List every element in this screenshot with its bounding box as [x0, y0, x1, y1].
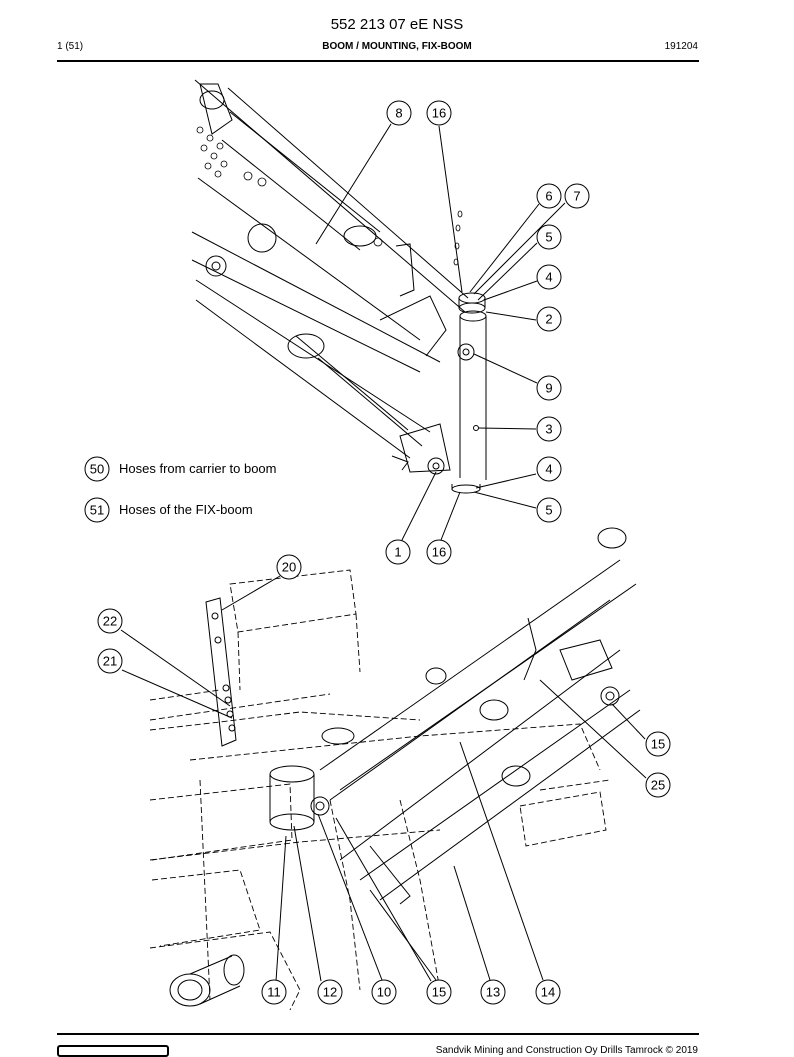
- callout-label: 15: [651, 737, 665, 752]
- callout-16-top: [426, 100, 452, 126]
- leader-21: [121, 669, 233, 719]
- callout-label: 25: [651, 778, 665, 793]
- callout-label: 21: [103, 654, 117, 669]
- footer-divider: [57, 1033, 699, 1035]
- carrier-frame-drawing: [149, 569, 611, 1011]
- shaft-end-drawing: [169, 954, 245, 1007]
- callout-5-top: [536, 224, 562, 250]
- document-number: 552 213 07 eE NSS: [330, 16, 464, 33]
- page-indicator: 1 (51): [57, 41, 84, 52]
- legend-text-hoses-carrier: Hoses from carrier to boom: [119, 461, 277, 476]
- copyright-text: Sandvik Mining and Construction Oy Drill…: [435, 1045, 698, 1056]
- leader-10: [317, 813, 383, 981]
- callout-label: 13: [486, 985, 500, 1000]
- callout-label: 6: [545, 189, 552, 204]
- callout-label: 10: [377, 985, 391, 1000]
- leader-25: [539, 679, 647, 779]
- leader-9: [473, 353, 538, 384]
- legend-number: 50: [90, 462, 104, 477]
- callout-label: 5: [545, 503, 552, 518]
- callout-label: 11: [267, 985, 281, 1000]
- loose-bolts-drawing: [453, 210, 463, 266]
- brand-logo: [57, 1045, 169, 1057]
- leader-2: [485, 311, 537, 321]
- callout-label: 2: [545, 312, 552, 327]
- leader-16-top: [438, 125, 463, 293]
- legend-text-hoses-fix-boom: Hoses of the FIX-boom: [119, 502, 253, 517]
- callout-22: [97, 608, 123, 634]
- callout-4-bottom: [536, 456, 562, 482]
- mounting-pillar-drawing: [451, 292, 487, 494]
- callout-51: [84, 497, 110, 523]
- callout-1: [385, 539, 411, 565]
- callout-label: 4: [545, 462, 552, 477]
- bracket-plate-drawing: [205, 597, 237, 747]
- leader-15-bottom-a: [335, 817, 432, 982]
- leader-1: [401, 471, 437, 541]
- fix-boom-arm-drawing: [191, 79, 469, 475]
- callout-5-bottom: [536, 497, 562, 523]
- leader-7: [473, 202, 566, 295]
- callout-11: [261, 979, 287, 1005]
- callout-14: [535, 979, 561, 1005]
- callout-25: [645, 772, 671, 798]
- leader-11: [275, 835, 287, 982]
- leader-16-bottom: [440, 491, 461, 541]
- leader-5-top: [477, 242, 538, 301]
- boom-cylinders-drawing: [319, 527, 641, 905]
- callout-label: 9: [545, 381, 552, 396]
- leader-4-top: [483, 280, 538, 301]
- callout-label: 22: [103, 614, 117, 629]
- callout-15-right: [645, 731, 671, 757]
- callout-label: 14: [541, 985, 555, 1000]
- leader-13: [453, 865, 491, 981]
- callout-9: [536, 375, 562, 401]
- leader-22: [120, 629, 231, 707]
- leader-12: [293, 825, 322, 982]
- callout-label: 3: [545, 422, 552, 437]
- callout-label: 16: [432, 106, 446, 121]
- callout-6: [536, 183, 562, 209]
- callout-3: [536, 416, 562, 442]
- callout-10: [371, 979, 397, 1005]
- callout-7: [564, 183, 590, 209]
- leader-14: [459, 741, 544, 981]
- callout-15-bottom: [426, 979, 452, 1005]
- leader-3: [477, 427, 537, 430]
- callout-label: 20: [282, 560, 296, 575]
- callout-16-bottom: [426, 539, 452, 565]
- callout-label: 5: [545, 230, 552, 245]
- callout-50: [84, 456, 110, 482]
- leader-20: [221, 575, 281, 611]
- leader-4-bottom: [475, 473, 537, 489]
- callout-12: [317, 979, 343, 1005]
- leader-5-bottom: [473, 491, 537, 509]
- leader-lines: [120, 123, 647, 982]
- callout-label: 4: [545, 270, 552, 285]
- callout-21: [97, 648, 123, 674]
- callout-label: 12: [323, 985, 337, 1000]
- callout-label: 16: [432, 545, 446, 560]
- callout-label: 1: [394, 545, 401, 560]
- leader-8: [315, 123, 392, 245]
- callout-numbers: 8 16 6 7 5 4 2 9 3 4 5 1 16 50 51 20 22 …: [90, 106, 665, 1000]
- callout-4-top: [536, 264, 562, 290]
- callout-label: 15: [432, 985, 446, 1000]
- callout-label: 7: [573, 189, 580, 204]
- leader-15-right: [611, 703, 646, 740]
- callout-20: [276, 554, 302, 580]
- callout-circles: [84, 100, 671, 1005]
- leader-15-bottom-b: [369, 889, 437, 981]
- section-title: BOOM / MOUNTING, FIX-BOOM: [322, 41, 472, 52]
- callout-2: [536, 306, 562, 332]
- callout-13: [480, 979, 506, 1005]
- callout-8: [386, 100, 412, 126]
- header-divider: [57, 60, 699, 62]
- leader-6: [469, 203, 540, 293]
- callout-label: 8: [395, 106, 402, 121]
- bottom-pillar-drawing: [269, 727, 355, 831]
- revision-code: 191204: [664, 41, 698, 52]
- legend-number: 51: [90, 503, 104, 518]
